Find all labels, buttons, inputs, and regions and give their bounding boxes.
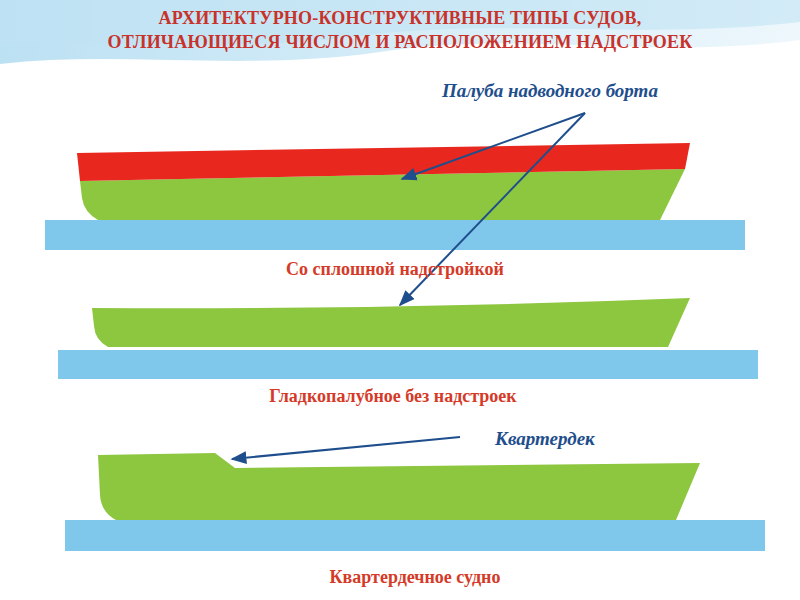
callout-label: Квартердек: [495, 428, 595, 450]
hull: [98, 453, 700, 520]
water-strip: [65, 520, 765, 551]
superstructure: [77, 143, 690, 181]
leader-line: [402, 113, 585, 179]
ship-caption: Квартердечное судно: [330, 567, 501, 588]
water-strip: [58, 350, 758, 379]
header-wave: [0, 0, 800, 64]
title-text: АРХИТЕКТУРНО-КОНСТРУКТИВНЫЕ ТИПЫ СУДОВ, …: [20, 6, 780, 54]
hull: [92, 298, 690, 347]
ship-caption: Со сплошной надстройкой: [286, 259, 504, 280]
ship-caption: Гладкопалубное без надстроек: [269, 386, 516, 407]
callout-label: Палуба надводного борта: [442, 80, 658, 102]
leader-line: [232, 437, 460, 459]
water-strip: [45, 220, 745, 250]
